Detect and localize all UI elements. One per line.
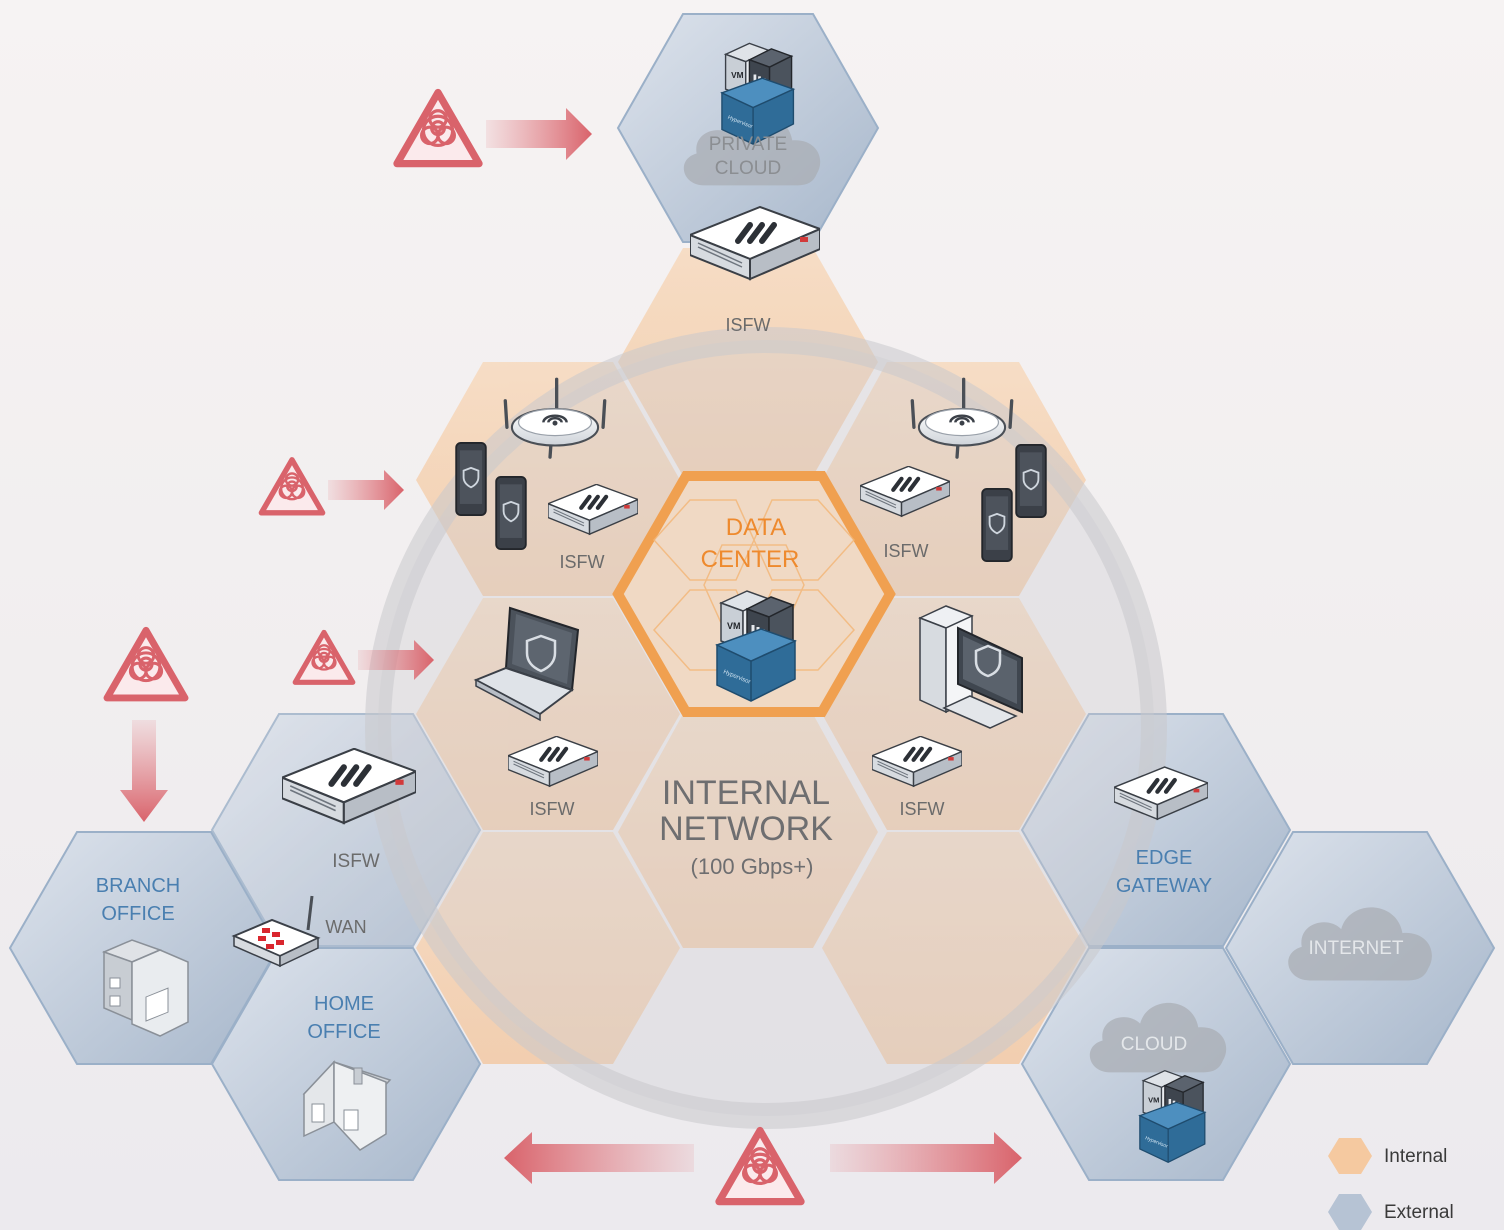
threat-bottom [504,1131,1022,1202]
branch-office-label-2: OFFICE [101,903,174,925]
hex-internal-network [618,714,878,948]
legend-item-internal: Internal [1328,1138,1447,1174]
threat-wireless [261,460,404,513]
house-icon [302,1060,392,1151]
internet-label: INTERNET [1309,938,1404,959]
biohazard-icon [719,1131,801,1202]
legend-item-external: External [1328,1194,1454,1230]
biohazard-icon [295,632,353,682]
laptop-icon [473,606,580,722]
home-office-label: HOME [314,993,374,1015]
branch-office-label: BRANCH [96,875,180,897]
edge-gateway-label: EDGE [1136,847,1193,869]
legend-swatch-external [1328,1194,1372,1230]
edge-gateway-label-2: GATEWAY [1116,875,1212,897]
smartphone-icon [1015,444,1047,518]
isfw-mid-right-label: ISFW [900,799,945,819]
smartphone-icon [495,476,527,550]
isfw-branch-label: ISFW [332,851,380,872]
data-center-label-2: CENTER [701,546,800,573]
smartphone-icon [981,488,1013,562]
hex-laptop [416,598,680,830]
hex-wireless-left [416,362,680,596]
data-center-label: DATA [726,514,786,541]
data-center: DATA CENTER [612,471,896,717]
biohazard-icon [107,630,185,698]
internal-network-ring [365,327,1167,1129]
legend-swatch-internal [1328,1138,1372,1174]
legend: Internal External [1328,1138,1454,1230]
threat-branch [107,630,185,822]
biohazard-icon [397,93,479,164]
isfw-top-label: ISFW [726,315,771,335]
cloud-label: CLOUD [1121,1034,1188,1055]
office-building-icon [101,939,189,1037]
isfw-mid-left-label: ISFW [530,799,575,819]
legend-label-external: External [1384,1202,1454,1223]
server-vm-icon [720,41,795,146]
server-vm-icon [1138,1069,1207,1164]
wan-label: WAN [325,917,366,937]
home-office-label-2: OFFICE [307,1021,380,1043]
private-cloud-label: PRIVATE [709,134,787,155]
isfw-upper-right-label: ISFW [884,541,929,561]
legend-label-internal: Internal [1384,1146,1447,1167]
internal-network-speed: (100 Gbps+) [691,854,814,879]
private-cloud-label-2: CLOUD [715,158,782,179]
biohazard-icon [261,460,322,513]
threat-laptop [295,632,434,682]
desktop-computer-icon [918,605,1023,729]
server-vm-icon [715,589,797,703]
router-icon [231,895,321,968]
internal-network-label-2: NETWORK [659,810,833,848]
smartphone-icon [455,442,487,516]
hex-isfw-top [618,248,878,476]
internal-network-label: INTERNAL [662,774,830,812]
threat-private-cloud [397,93,592,164]
isfw-upper-left-label: ISFW [560,552,605,572]
